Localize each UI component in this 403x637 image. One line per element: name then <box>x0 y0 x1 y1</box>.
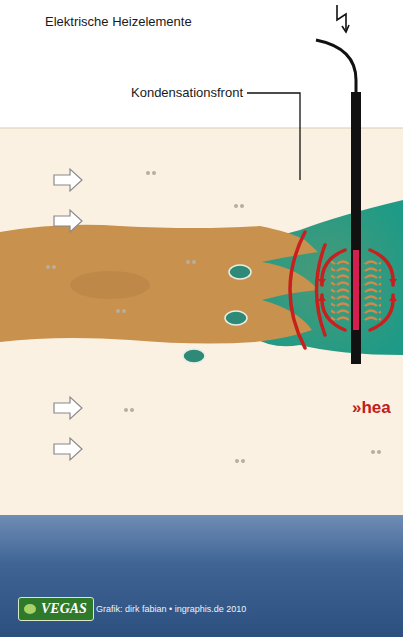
soil <box>0 128 403 518</box>
heating-coil <box>363 258 381 322</box>
label: Grafik: dirk fabian • ingraphis.de 2010 <box>96 604 246 614</box>
contamination-layer <box>0 225 318 344</box>
label: »hea <box>352 398 391 418</box>
heater-rod <box>351 92 361 364</box>
soil-particles <box>46 171 381 463</box>
lightning-symbol <box>337 5 346 30</box>
groundwater <box>0 515 403 637</box>
leader-line <box>247 93 300 180</box>
logo-box: VEGAS <box>18 597 94 621</box>
cable <box>316 40 356 93</box>
flow-arrows <box>54 169 82 460</box>
logo-icon <box>22 601 38 617</box>
logo-text: VEGAS <box>41 601 87 617</box>
label: Kondensationsfront <box>131 85 243 100</box>
heating-coil <box>331 258 349 322</box>
condensation-front <box>290 232 393 348</box>
label: Elektrische Heizelemente <box>45 14 192 29</box>
